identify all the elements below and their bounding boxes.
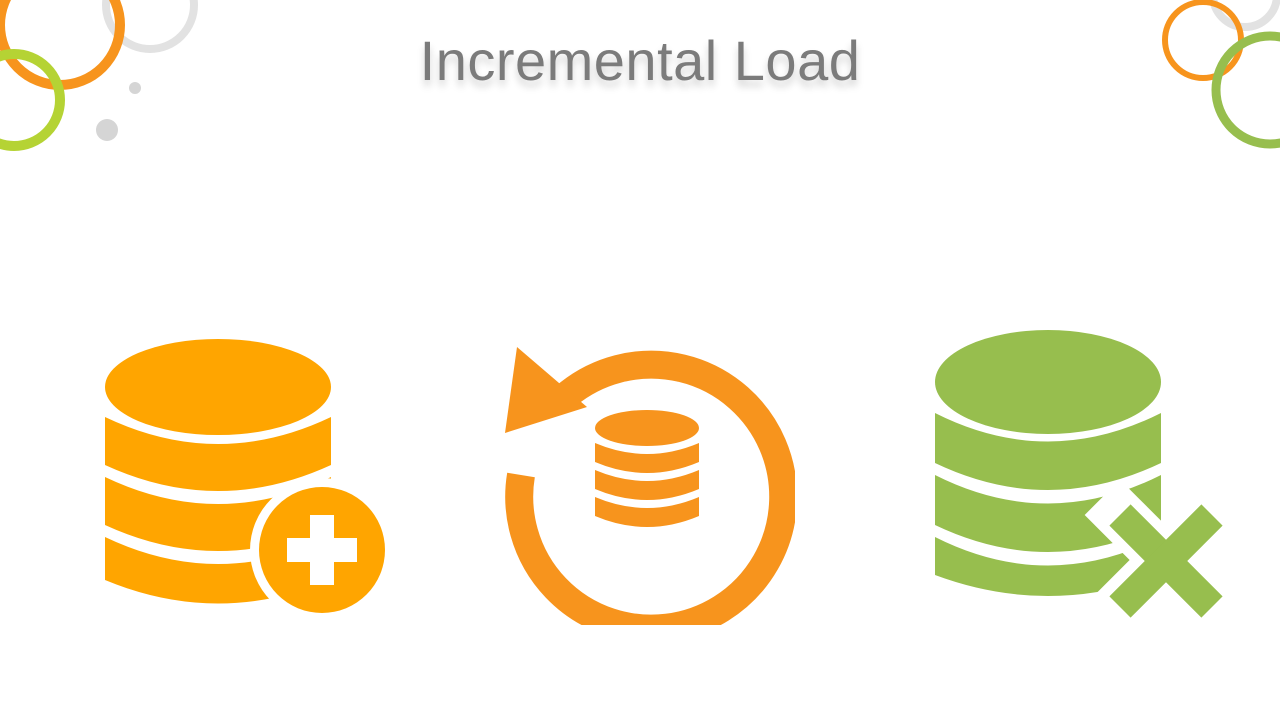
gray-dot-large xyxy=(96,119,118,141)
database-delete-icon xyxy=(935,330,1230,625)
slide-title: Incremental Load xyxy=(419,29,861,92)
green-ring xyxy=(1211,31,1280,149)
database-refresh-icon xyxy=(505,347,795,625)
database-add-icon xyxy=(105,339,394,622)
gray-ring xyxy=(1209,0,1280,31)
green-ring xyxy=(0,49,65,151)
gray-dot-small xyxy=(129,82,141,94)
gray-ring xyxy=(102,0,198,53)
